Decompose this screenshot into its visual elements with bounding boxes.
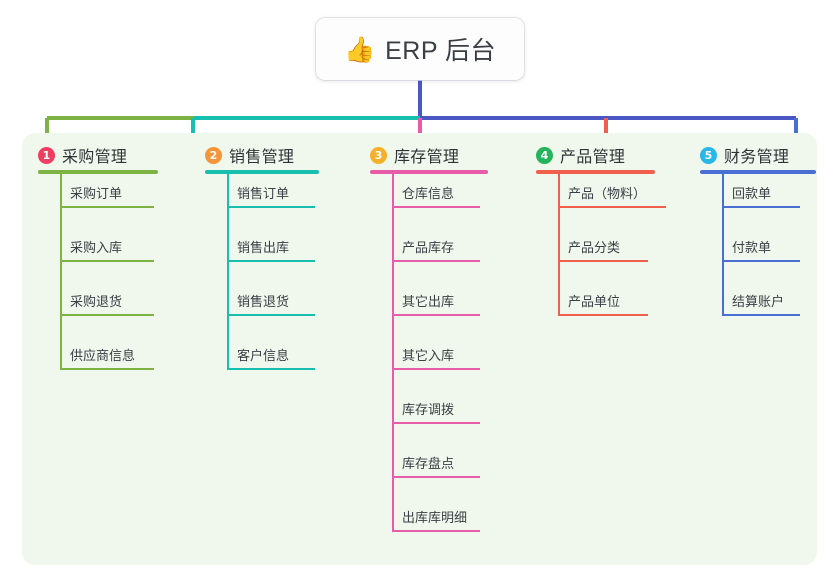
branch-spine [392, 172, 394, 532]
leaf-item-label: 客户信息 [237, 348, 290, 363]
branch-header-3[interactable]: 3 库存管理 [370, 143, 459, 167]
branch-spine [722, 172, 724, 316]
leaf-item[interactable]: 其它入库 [392, 344, 480, 370]
leaf-item-label: 供应商信息 [70, 348, 136, 363]
leaf-item-rule [392, 314, 480, 316]
leaf-item-label: 仓库信息 [402, 186, 455, 201]
branch-number-badge: 4 [536, 146, 553, 164]
leaf-item-label: 产品（物料） [568, 186, 647, 201]
leaf-item[interactable]: 结算账户 [722, 290, 800, 316]
leaf-item-rule [392, 476, 480, 478]
branch-title: 销售管理 [229, 149, 295, 166]
leaf-item[interactable]: 销售退货 [227, 290, 315, 316]
leaf-item-rule [227, 260, 315, 262]
branch-header-rule [38, 170, 158, 174]
branch-header-1[interactable]: 1 采购管理 [38, 143, 127, 167]
leaf-item-label: 其它入库 [402, 348, 455, 363]
branch-header-4[interactable]: 4 产品管理 [536, 143, 625, 167]
leaf-item-rule [392, 530, 480, 532]
branch-header-rule [700, 170, 816, 174]
branch-number-badge: 3 [370, 146, 387, 164]
leaf-item-label: 销售出库 [237, 240, 290, 255]
branch-number-badge: 2 [205, 146, 222, 164]
leaf-item-label: 库存调拨 [402, 402, 455, 417]
branch-spine [227, 172, 229, 370]
leaf-item-rule [722, 260, 800, 262]
leaf-item-label: 销售订单 [237, 186, 290, 201]
leaf-item[interactable]: 供应商信息 [60, 344, 154, 370]
leaf-item-rule [227, 206, 315, 208]
leaf-item-rule [227, 314, 315, 316]
leaf-item-rule [60, 368, 154, 370]
leaf-item-label: 回款单 [732, 186, 772, 201]
leaf-item-rule [227, 368, 315, 370]
leaf-item[interactable]: 产品库存 [392, 236, 480, 262]
leaf-item[interactable]: 库存调拨 [392, 398, 480, 424]
leaf-item[interactable]: 产品分类 [558, 236, 648, 262]
leaf-item-rule [60, 314, 154, 316]
leaf-item[interactable]: 出库库明细 [392, 506, 480, 532]
leaf-item[interactable]: 库存盘点 [392, 452, 480, 478]
leaf-item-rule [392, 368, 480, 370]
leaf-item[interactable]: 付款单 [722, 236, 800, 262]
leaf-item[interactable]: 采购退货 [60, 290, 154, 316]
leaf-item-label: 采购入库 [70, 240, 123, 255]
leaf-item-rule [392, 260, 480, 262]
thumbs-up-icon: 👍 [343, 34, 376, 64]
leaf-item-label: 采购退货 [70, 294, 123, 309]
branch-header-rule [370, 170, 488, 174]
leaf-item-label: 其它出库 [402, 294, 455, 309]
leaf-item-label: 出库库明细 [402, 510, 468, 525]
branch-title: 库存管理 [394, 149, 460, 166]
leaf-item[interactable]: 产品（物料） [558, 182, 666, 208]
leaf-item-rule [60, 206, 154, 208]
leaf-item-label: 库存盘点 [402, 456, 455, 471]
branch-title: 财务管理 [724, 149, 790, 166]
leaf-item-label: 采购订单 [70, 186, 123, 201]
branch-header-rule [205, 170, 319, 174]
branch-number-badge: 1 [38, 146, 55, 164]
leaf-item-rule [722, 314, 800, 316]
leaf-item-rule [60, 260, 154, 262]
leaf-item-rule [558, 260, 648, 262]
leaf-item-rule [558, 314, 648, 316]
leaf-item[interactable]: 回款单 [722, 182, 800, 208]
leaf-item[interactable]: 采购入库 [60, 236, 154, 262]
leaf-item[interactable]: 其它出库 [392, 290, 480, 316]
branch-header-2[interactable]: 2 销售管理 [205, 143, 294, 167]
leaf-item[interactable]: 采购订单 [60, 182, 154, 208]
leaf-item[interactable]: 客户信息 [227, 344, 315, 370]
branch-title: 产品管理 [560, 149, 626, 166]
leaf-item-rule [722, 206, 800, 208]
branch-header-5[interactable]: 5 财务管理 [700, 143, 789, 167]
leaf-item[interactable]: 仓库信息 [392, 182, 480, 208]
leaf-item[interactable]: 销售出库 [227, 236, 315, 262]
leaf-item-rule [558, 206, 666, 208]
root-title: ERP 后台 [385, 37, 497, 65]
leaf-item-label: 结算账户 [732, 294, 785, 309]
branch-number-badge: 5 [700, 146, 717, 164]
root-node[interactable]: 👍 ERP 后台 [316, 18, 524, 80]
leaf-item[interactable]: 销售订单 [227, 182, 315, 208]
branch-spine [558, 172, 560, 316]
branch-header-rule [536, 170, 655, 174]
leaf-item-label: 产品单位 [568, 294, 621, 309]
leaf-item-label: 产品分类 [568, 240, 621, 255]
branch-spine [60, 172, 62, 370]
branch-title: 采购管理 [62, 149, 128, 166]
leaf-item-label: 产品库存 [402, 240, 455, 255]
leaf-item[interactable]: 产品单位 [558, 290, 648, 316]
leaf-item-label: 付款单 [732, 240, 772, 255]
leaf-item-rule [392, 422, 480, 424]
leaf-item-label: 销售退货 [237, 294, 290, 309]
branches-panel [22, 133, 817, 565]
leaf-item-rule [392, 206, 480, 208]
